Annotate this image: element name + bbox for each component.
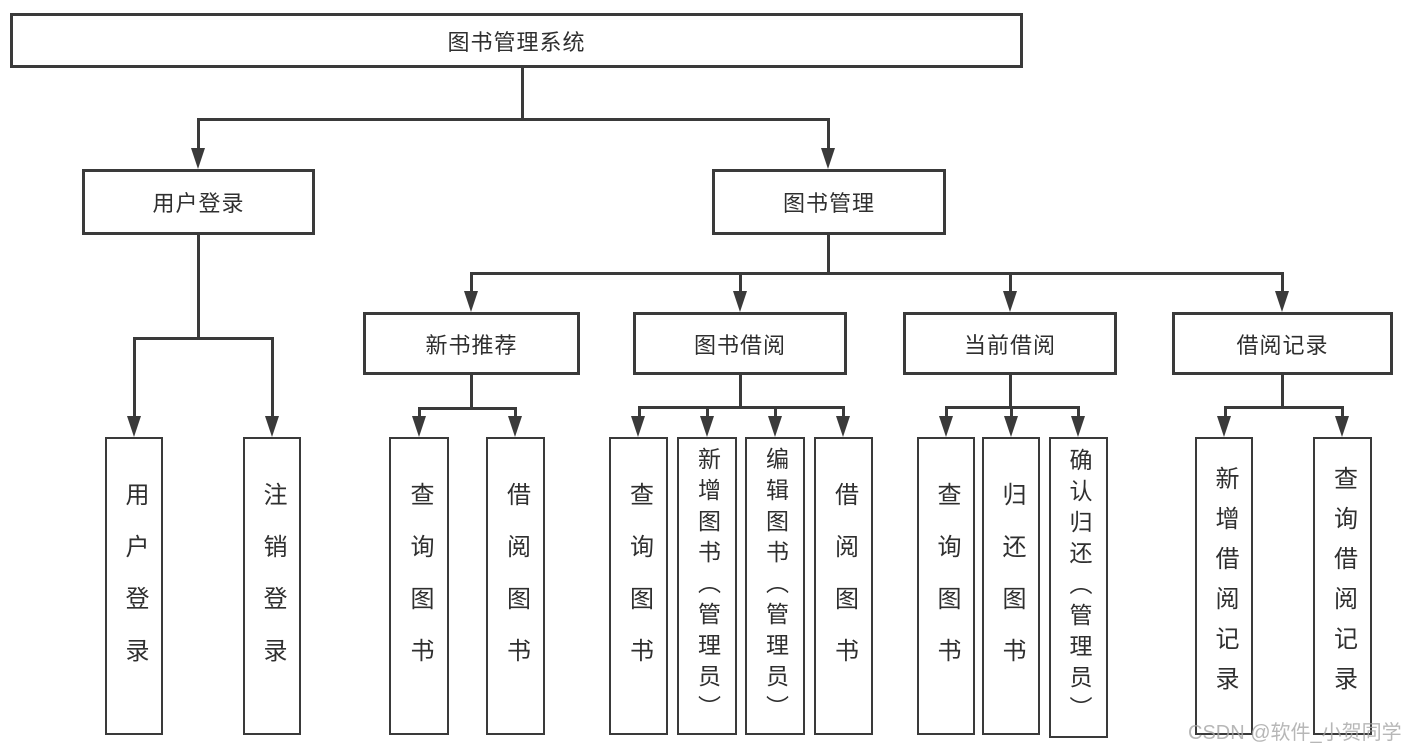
leaf-label: 确认归还（管理员） bbox=[1066, 448, 1092, 727]
connector-line bbox=[1281, 375, 1284, 406]
arrowhead-down-icon bbox=[127, 416, 141, 437]
arrowhead-down-icon bbox=[1217, 416, 1231, 437]
connector-line bbox=[1224, 406, 1227, 421]
connector-line bbox=[470, 272, 1283, 275]
node-root: 图书管理系统 bbox=[10, 13, 1023, 68]
node-new-book-recommend-label: 新书推荐 bbox=[425, 332, 518, 358]
arrowhead-down-icon bbox=[191, 148, 205, 169]
node-current-borrow-label: 当前借阅 bbox=[963, 332, 1056, 358]
leaf-query-book-3: 查询图书 bbox=[917, 437, 975, 735]
connector-line bbox=[1009, 375, 1012, 406]
arrowhead-down-icon bbox=[768, 416, 782, 437]
connector-line bbox=[827, 235, 830, 272]
connector-line bbox=[133, 337, 136, 421]
leaf-edit-book-admin: 编辑图书（管理员） bbox=[745, 437, 805, 735]
node-borrow-record-label: 借阅记录 bbox=[1236, 332, 1329, 358]
leaf-label: 注销登录 bbox=[259, 482, 286, 690]
connector-line bbox=[1341, 406, 1344, 421]
connector-line bbox=[706, 406, 709, 421]
arrowhead-down-icon bbox=[733, 291, 747, 312]
node-book-borrow: 图书借阅 bbox=[633, 312, 847, 375]
connector-line bbox=[470, 375, 473, 407]
leaf-query-borrow-record: 查询借阅记录 bbox=[1313, 437, 1372, 735]
leaf-label: 新增图书（管理员） bbox=[694, 446, 721, 726]
connector-line bbox=[197, 235, 200, 337]
arrowhead-down-icon bbox=[1004, 416, 1018, 437]
node-current-borrow: 当前借阅 bbox=[903, 312, 1117, 375]
leaf-label: 编辑图书（管理员） bbox=[762, 446, 789, 726]
leaf-confirm-return-admin: 确认归还（管理员） bbox=[1049, 437, 1108, 738]
leaf-add-borrow-record: 新增借阅记录 bbox=[1195, 437, 1253, 735]
connector-line bbox=[945, 406, 948, 421]
connector-line bbox=[133, 337, 273, 340]
arrowhead-down-icon bbox=[631, 416, 645, 437]
arrowhead-down-icon bbox=[1071, 416, 1085, 437]
node-book-borrow-label: 图书借阅 bbox=[693, 332, 786, 358]
arrowhead-down-icon bbox=[1335, 416, 1349, 437]
leaf-label: 用户登录 bbox=[121, 482, 148, 690]
leaf-logout: 注销登录 bbox=[243, 437, 301, 735]
leaf-add-book-admin: 新增图书（管理员） bbox=[677, 437, 737, 735]
node-borrow-record: 借阅记录 bbox=[1172, 312, 1393, 375]
leaf-label: 借阅图书 bbox=[502, 482, 530, 690]
connector-line bbox=[271, 337, 274, 421]
leaf-label: 借阅图书 bbox=[830, 482, 858, 690]
arrowhead-down-icon bbox=[939, 416, 953, 437]
connector-line bbox=[1224, 406, 1343, 409]
connector-line bbox=[638, 406, 844, 409]
connector-line bbox=[827, 118, 830, 153]
connector-line bbox=[197, 118, 200, 153]
node-root-label: 图书管理系统 bbox=[447, 29, 586, 55]
connector-line bbox=[418, 407, 421, 421]
arrowhead-down-icon bbox=[1275, 291, 1289, 312]
connector-line bbox=[470, 272, 473, 296]
node-book-management: 图书管理 bbox=[712, 169, 946, 235]
arrowhead-down-icon bbox=[1003, 291, 1017, 312]
connector-line bbox=[514, 407, 517, 421]
leaf-borrow-book-2: 借阅图书 bbox=[814, 437, 873, 735]
leaf-label: 查询图书 bbox=[625, 482, 653, 690]
leaf-label: 归还图书 bbox=[998, 482, 1025, 690]
leaf-label: 查询图书 bbox=[406, 482, 433, 690]
connector-line bbox=[197, 118, 830, 121]
connector-line bbox=[739, 375, 742, 406]
connector-line bbox=[1010, 406, 1013, 421]
leaf-borrow-book-1: 借阅图书 bbox=[486, 437, 545, 735]
arrowhead-down-icon bbox=[464, 291, 478, 312]
leaf-label: 新增借阅记录 bbox=[1211, 466, 1238, 706]
node-user-login: 用户登录 bbox=[82, 169, 315, 235]
leaf-return-book: 归还图书 bbox=[982, 437, 1040, 735]
arrowhead-down-icon bbox=[836, 416, 850, 437]
connector-line bbox=[774, 406, 777, 421]
leaf-query-book-2: 查询图书 bbox=[609, 437, 668, 735]
connector-line bbox=[1077, 406, 1080, 421]
arrowhead-down-icon bbox=[412, 416, 426, 437]
connector-line bbox=[521, 68, 524, 118]
arrowhead-down-icon bbox=[265, 416, 279, 437]
csdn-watermark: CSDN @软件_小贺同学 bbox=[1188, 722, 1402, 744]
leaf-query-book-1: 查询图书 bbox=[389, 437, 449, 735]
leaf-user-login: 用户登录 bbox=[105, 437, 163, 735]
leaf-label: 查询借阅记录 bbox=[1329, 466, 1357, 706]
node-book-management-label: 图书管理 bbox=[782, 191, 875, 216]
arrowhead-down-icon bbox=[700, 416, 714, 437]
connector-line bbox=[842, 406, 845, 421]
arrowhead-down-icon bbox=[821, 148, 835, 169]
connector-line bbox=[739, 272, 742, 296]
leaf-label: 查询图书 bbox=[933, 482, 960, 690]
arrowhead-down-icon bbox=[508, 416, 522, 437]
node-new-book-recommend: 新书推荐 bbox=[363, 312, 580, 375]
connector-line bbox=[418, 407, 516, 410]
connector-line bbox=[638, 406, 641, 421]
node-user-login-label: 用户登录 bbox=[152, 191, 245, 216]
connector-line bbox=[1281, 272, 1284, 296]
connector-line bbox=[1009, 272, 1012, 296]
